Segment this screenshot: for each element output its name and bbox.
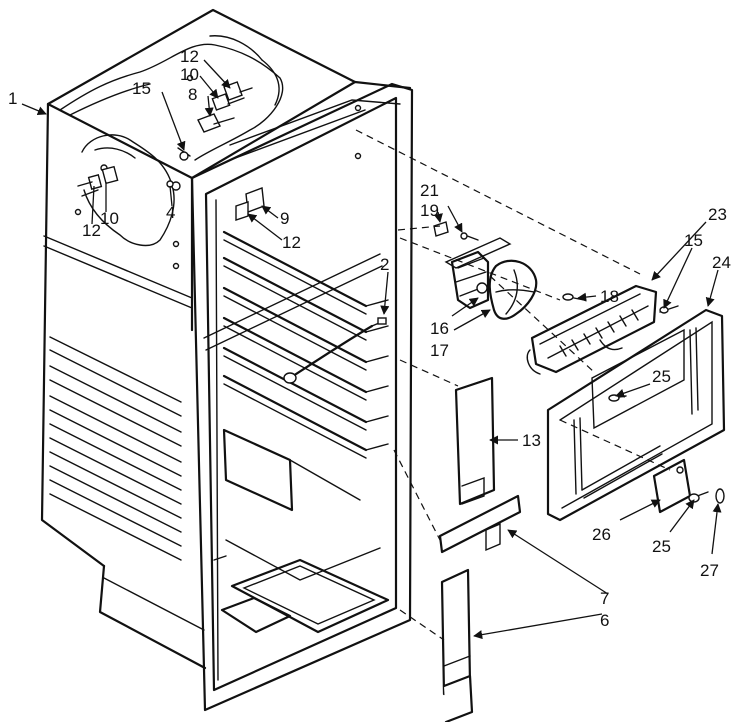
- assembly-guide-lines: [355, 129, 671, 641]
- refrigerator-cabinet: [40, 8, 412, 670]
- callout-13: 13: [522, 431, 541, 450]
- callout-labels: 1 2 4 6 7 8 9 10 10 12 12 12 13 15 15 16…: [8, 47, 731, 630]
- callout-12-mid: 12: [282, 233, 301, 252]
- callout-2: 2: [380, 255, 389, 274]
- callout-9: 9: [280, 209, 289, 228]
- part-7-strip: [438, 494, 522, 554]
- callout-25-lower: 25: [652, 537, 671, 556]
- callout-15-right: 15: [684, 231, 703, 250]
- callout-16: 16: [430, 319, 449, 338]
- cabinet-front-frame: [190, 82, 414, 712]
- callout-1: 1: [8, 89, 17, 108]
- part-6-duct: [440, 568, 474, 722]
- part-27-washer: [715, 488, 725, 504]
- callout-18: 18: [600, 287, 619, 306]
- callout-23: 23: [708, 205, 727, 224]
- callout-12-top: 12: [180, 47, 199, 66]
- evaporator-fan-assembly: [433, 221, 538, 320]
- callout-10-top: 10: [180, 65, 199, 84]
- part-15-screw-right: [659, 305, 679, 314]
- leader-lines: [21, 59, 722, 640]
- callout-17: 17: [430, 341, 449, 360]
- part-18-screw: [562, 293, 585, 301]
- callout-21: 21: [420, 181, 439, 200]
- callout-4: 4: [166, 203, 175, 222]
- callout-19: 19: [420, 201, 439, 220]
- callout-7: 7: [600, 589, 609, 608]
- callout-8: 8: [188, 85, 197, 104]
- callout-24: 24: [712, 253, 731, 272]
- callout-27: 27: [700, 561, 719, 580]
- part-13-duct: [454, 376, 496, 506]
- callout-10-side: 10: [100, 209, 119, 228]
- callout-12-side: 12: [82, 221, 101, 240]
- part-26-bracket: [652, 458, 692, 514]
- callout-15-top: 15: [132, 79, 151, 98]
- part-2-sensor: [283, 317, 387, 384]
- callout-25-upper: 25: [652, 367, 671, 386]
- part-24-panel: [546, 308, 726, 522]
- part-23-cover: [526, 284, 658, 375]
- callout-6: 6: [600, 611, 609, 630]
- callout-26: 26: [592, 525, 611, 544]
- part-25-screw-lower: [688, 491, 709, 503]
